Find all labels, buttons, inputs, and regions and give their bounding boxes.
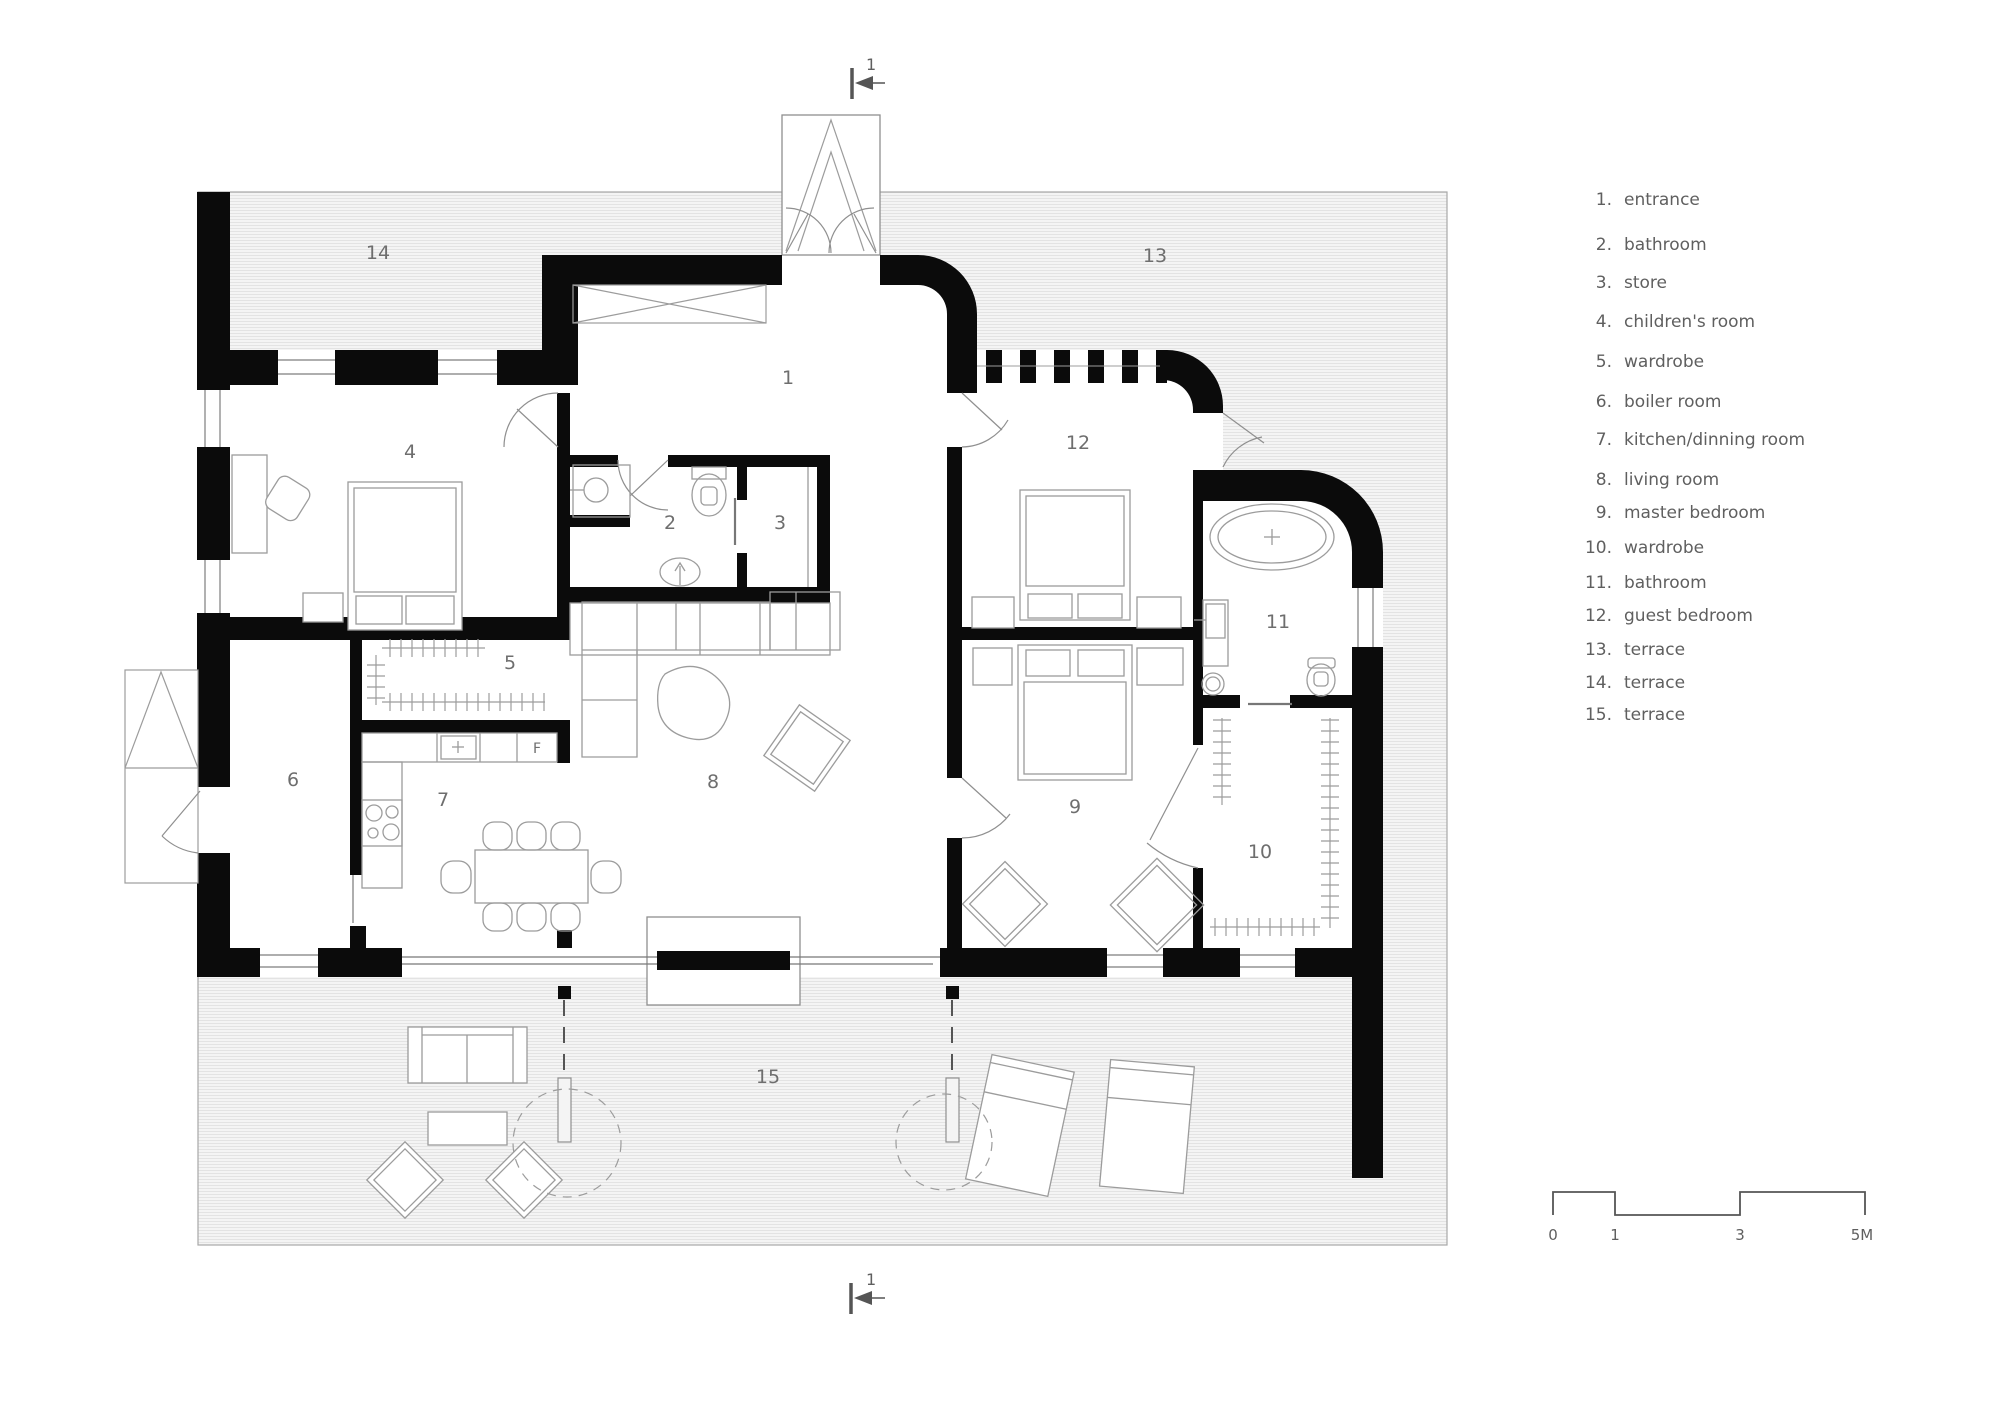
legend-label: kitchen/dinning room [1624, 430, 1805, 450]
room-label-boiler: 6 [287, 769, 299, 791]
room-labels: 1 2 3 4 5 6 7 8 9 10 11 12 13 14 15 F [287, 242, 1290, 1088]
bathtub [1209, 503, 1335, 571]
room-label-terrace14: 14 [366, 242, 390, 264]
legend-num: 5. [1596, 352, 1612, 372]
room-label-kitchen: 7 [437, 789, 449, 811]
legend: 1. entrance 2. bathroom 3. store 4. chil… [1585, 190, 1805, 725]
wardrobe10-rails [1210, 718, 1339, 936]
legend-num: 4. [1596, 312, 1612, 332]
legend-num: 7. [1596, 430, 1612, 450]
sliding-glass-door [402, 916, 940, 1006]
sun-lounger [1098, 1058, 1196, 1195]
legend-num: 12. [1585, 606, 1612, 626]
room-label-childrens: 4 [404, 441, 416, 463]
legend-label: bathroom [1624, 235, 1707, 255]
legend-num: 2. [1596, 235, 1612, 255]
room-label-terrace13: 13 [1143, 245, 1167, 267]
outdoor-table [427, 1111, 508, 1146]
coffee-table [657, 665, 731, 741]
legend-num: 11. [1585, 573, 1612, 593]
guest-bedroom-furniture [971, 489, 1182, 629]
sun-lounger [964, 1053, 1075, 1198]
kitchen-furniture [361, 602, 831, 932]
legend-label: terrace [1624, 673, 1685, 693]
legend-label: children's room [1624, 312, 1755, 332]
hall-closet [572, 284, 767, 324]
legend-label: boiler room [1624, 392, 1721, 412]
section-label-bottom: 1 [866, 1270, 876, 1289]
doors [161, 392, 1292, 923]
legend-label: terrace [1624, 640, 1685, 660]
legend-num: 1. [1596, 190, 1612, 210]
windows [204, 359, 1374, 968]
legend-num: 3. [1596, 273, 1612, 293]
legend-label: terrace [1624, 705, 1685, 725]
room-label-guest: 12 [1066, 432, 1090, 454]
legend-label: bathroom [1624, 573, 1707, 593]
bathroom2-fixtures [570, 464, 809, 587]
legend-label: store [1624, 273, 1667, 293]
section-marker-top: 1 [850, 55, 885, 99]
scale-bar: 0 1 3 5M [1548, 1191, 1874, 1244]
legend-label: wardrobe [1624, 538, 1704, 558]
legend-num: 14. [1585, 673, 1612, 693]
legend-label: living room [1624, 470, 1719, 490]
room-label-bathroom11: 11 [1266, 611, 1290, 633]
room-label-master: 9 [1069, 796, 1081, 818]
legend-label: guest bedroom [1624, 606, 1753, 626]
legend-num: 6. [1596, 392, 1612, 412]
room-label-living: 8 [707, 771, 719, 793]
fridge-label: F [533, 741, 541, 757]
terrace-furniture [365, 1026, 1196, 1220]
room-label-store: 3 [774, 512, 786, 534]
legend-label: master bedroom [1624, 503, 1765, 523]
scale-label-1: 1 [1610, 1226, 1620, 1244]
room-label-entrance: 1 [782, 367, 794, 389]
walls [197, 192, 1383, 1178]
childrens-room-furniture [231, 454, 463, 631]
room-label-wardrobe10: 10 [1248, 841, 1272, 863]
legend-num: 10. [1585, 538, 1612, 558]
room-label-terrace15: 15 [756, 1066, 780, 1088]
pergola-posts [512, 986, 993, 1198]
legend-num: 15. [1585, 705, 1612, 725]
wardrobe5-rails [367, 639, 545, 711]
legend-num: 13. [1585, 640, 1612, 660]
living-room-furniture [581, 591, 852, 793]
legend-label: wardrobe [1624, 352, 1704, 372]
master-bedroom-furniture [961, 644, 1205, 953]
room-label-wardrobe5: 5 [504, 652, 516, 674]
room-label-bathroom2: 2 [664, 512, 676, 534]
scale-label-0: 0 [1548, 1226, 1558, 1244]
legend-num: 9. [1596, 503, 1612, 523]
scale-label-5m: 5M [1851, 1226, 1874, 1244]
scale-label-3: 3 [1735, 1226, 1745, 1244]
legend-label: entrance [1624, 190, 1700, 210]
legend-num: 8. [1596, 470, 1612, 490]
section-label-top: 1 [866, 55, 876, 74]
section-marker-bottom: 1 [849, 1270, 885, 1314]
bathroom11-fixtures [1194, 503, 1336, 697]
west-bay [124, 669, 199, 884]
entrance-porch [785, 118, 877, 254]
